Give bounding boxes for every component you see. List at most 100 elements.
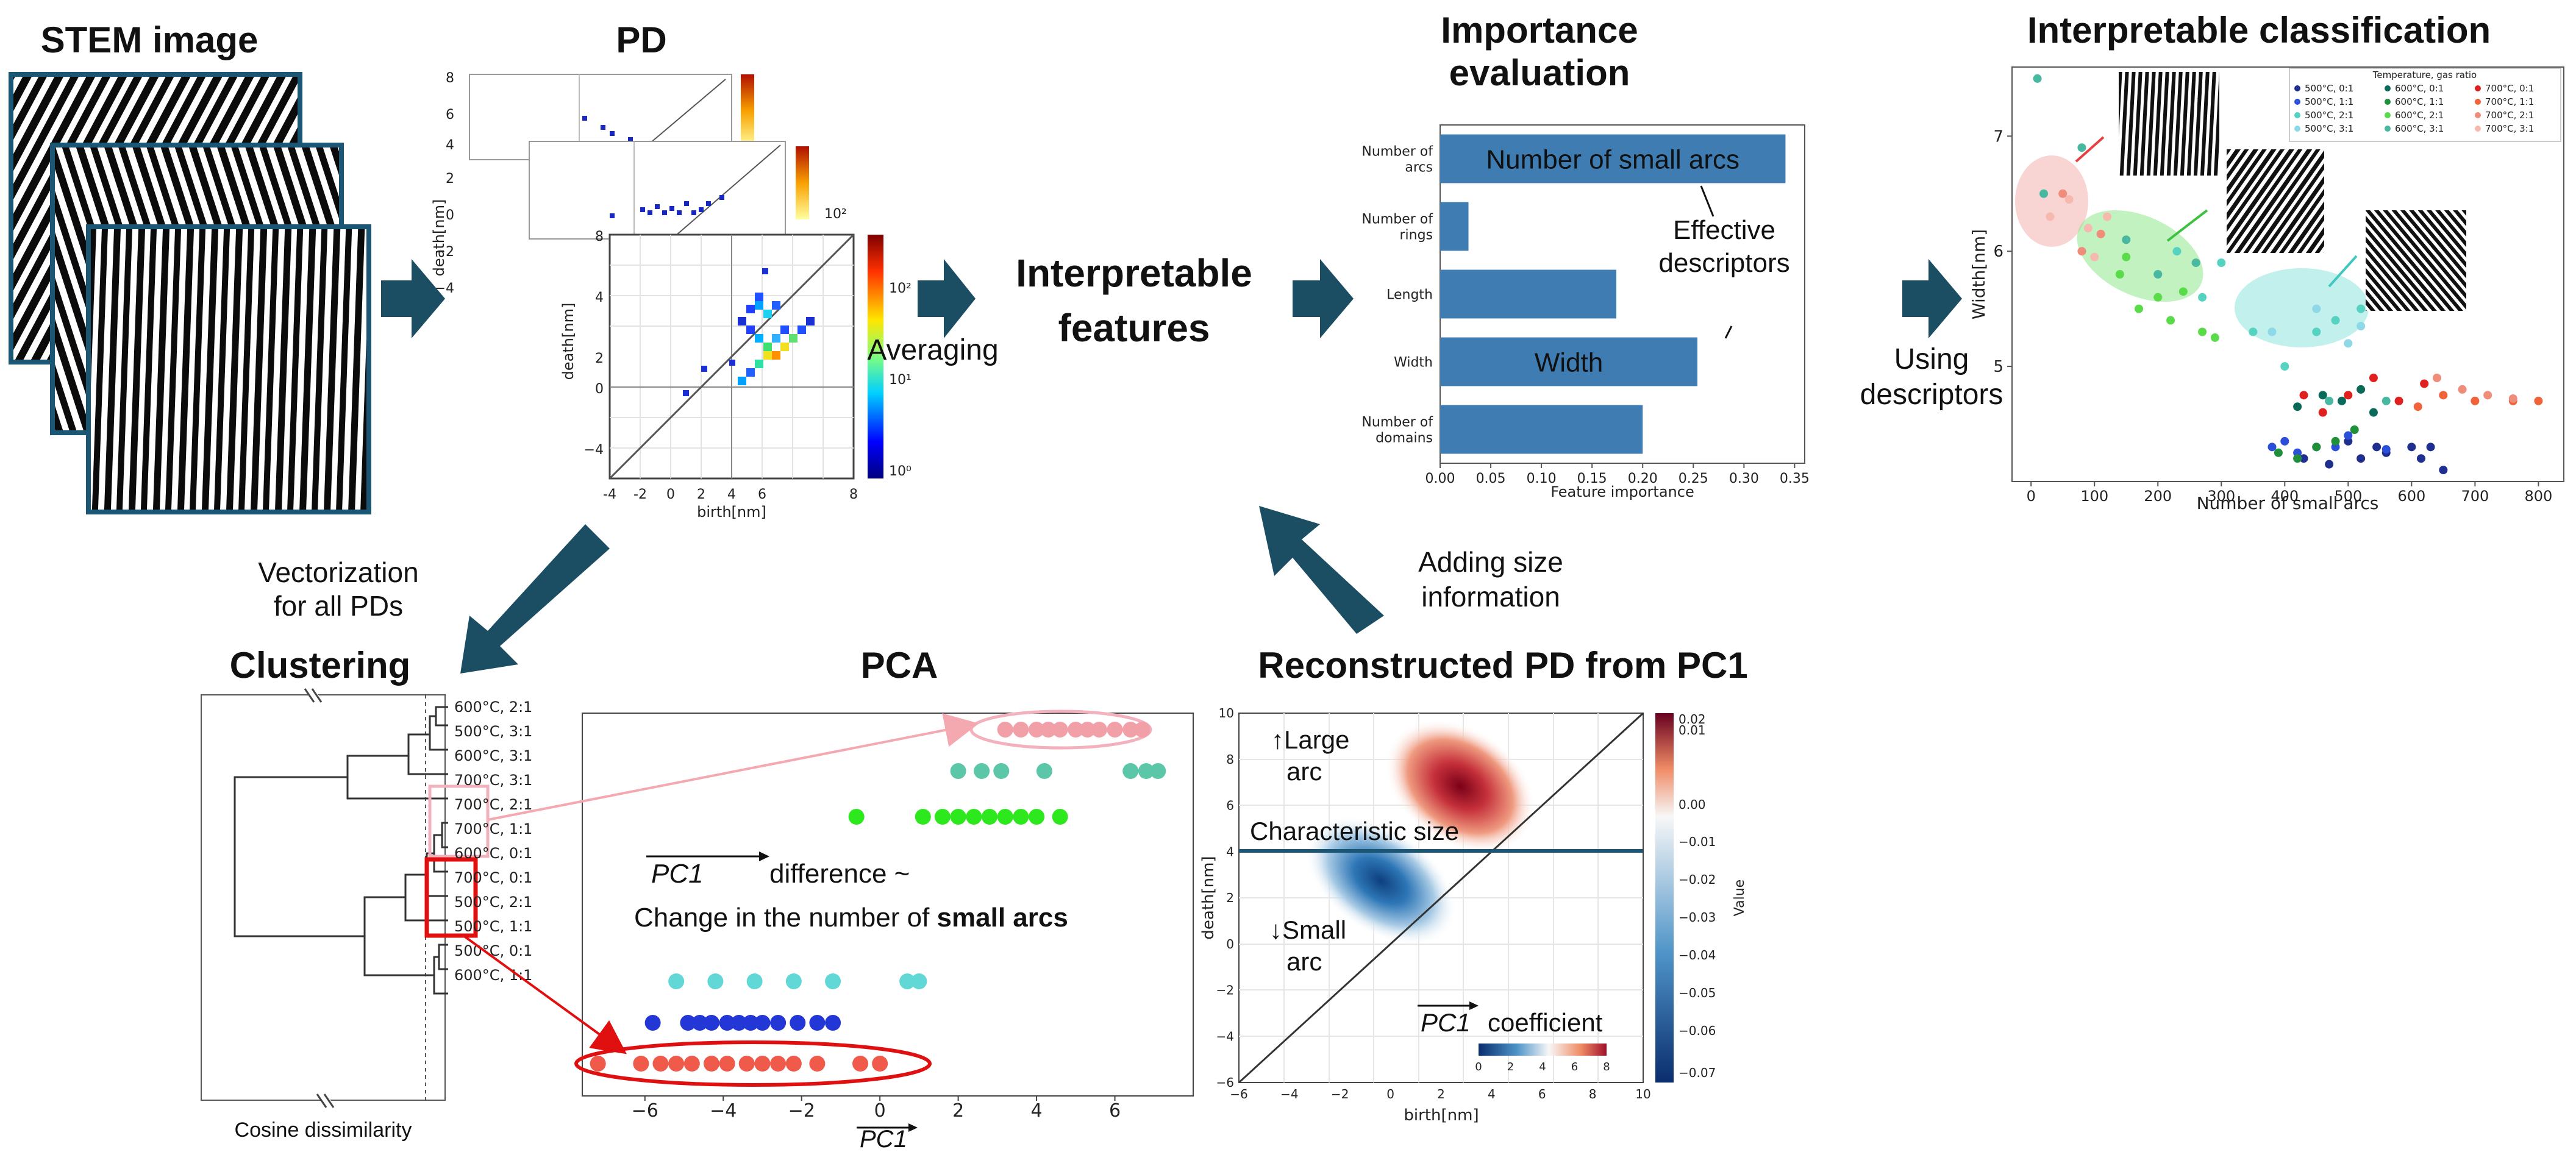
svg-text:8: 8 — [446, 71, 454, 86]
classification-xtick: 0 — [2027, 488, 2036, 505]
pca-point — [1107, 722, 1123, 738]
importance-heading-2: evaluation — [1449, 52, 1630, 93]
classification-point — [2432, 374, 2441, 382]
importance-category-label: Length — [1386, 288, 1433, 303]
classification-point — [2426, 443, 2435, 452]
pca-xtick: −6 — [632, 1100, 658, 1122]
recon-xtick: −6 — [1230, 1087, 1247, 1101]
pca-point — [1013, 809, 1029, 825]
classification-point — [2280, 362, 2289, 371]
pca-xtick: −2 — [788, 1100, 815, 1122]
importance-bar — [1440, 134, 1786, 183]
classification-point — [2357, 454, 2366, 463]
classification-point — [2280, 436, 2289, 446]
interpretable-features-line1: Interpretable — [1016, 251, 1252, 295]
pd-xlabel: birth[nm] — [697, 503, 766, 521]
pca-point — [1036, 763, 1052, 779]
svg-text:2: 2 — [595, 351, 604, 366]
pca-xtick: 0 — [874, 1100, 886, 1122]
classification-point — [2369, 374, 2378, 382]
classification-point — [2122, 252, 2131, 261]
stem-image-front — [86, 224, 371, 514]
classification-ytick: 5 — [1993, 358, 2003, 376]
classification-xlabel: Number of small arcs — [2197, 493, 2379, 513]
pca-ellipse-red — [574, 1040, 932, 1087]
importance-xtick: 0.10 — [1527, 471, 1557, 486]
recon-xlabel: birth[nm] — [1404, 1106, 1479, 1125]
classification-point — [2337, 396, 2346, 405]
classification-point — [2191, 258, 2200, 268]
pca-point — [730, 1015, 747, 1031]
classification-point — [2299, 391, 2308, 400]
classification-point — [2166, 316, 2175, 325]
red-connector-arrow — [462, 934, 627, 1054]
classification-point — [2458, 385, 2467, 394]
importance-category-label: rings — [1399, 228, 1433, 243]
classification-point — [2331, 316, 2340, 325]
legend-marker — [2385, 99, 2391, 105]
recon-xtick: 8 — [1589, 1087, 1597, 1101]
classification-point — [2369, 408, 2378, 417]
classification-point — [2135, 304, 2144, 313]
arrow-pd-to-clustering — [460, 524, 610, 674]
importance-xtick: 0.05 — [1476, 471, 1506, 486]
legend-marker — [2294, 112, 2300, 118]
svg-text:−4: −4 — [584, 443, 604, 458]
recon-colorbar-tick: −0.06 — [1679, 1023, 1716, 1038]
pc1-coefficient-label: coefficient — [1488, 1008, 1603, 1037]
legend-entry: 700°C, 1:1 — [2485, 96, 2534, 107]
importance-heading-1: Importance — [1441, 10, 1638, 51]
using-descriptors-line2: descriptors — [1860, 379, 2003, 411]
svg-text:10¹: 10¹ — [889, 372, 912, 388]
importance-xtick: 0.25 — [1679, 471, 1708, 486]
pca-point — [997, 809, 1013, 825]
pd-middle-colorbar — [796, 146, 809, 219]
pca-point — [754, 1056, 771, 1072]
pca-point — [668, 1056, 685, 1072]
recon-xtick: 10 — [1635, 1087, 1650, 1101]
classification-point — [2083, 224, 2093, 233]
classification-point — [2249, 327, 2258, 336]
recon-ytick: 4 — [1226, 844, 1234, 859]
classification-point — [2039, 189, 2049, 198]
classification-xtick: 800 — [2524, 488, 2552, 505]
pca-point — [1134, 722, 1151, 738]
pca-point — [785, 1056, 802, 1072]
classification-point — [2382, 396, 2391, 405]
dendrogram-leaf-label: 700°C, 3:1 — [454, 772, 532, 789]
classification-point — [2508, 394, 2517, 403]
classification-legend — [2289, 68, 2561, 142]
dendrogram-leaf-label: 700°C, 2:1 — [454, 796, 532, 813]
pca-point — [1068, 722, 1084, 738]
classification-ytick: 6 — [1993, 243, 2003, 261]
pd-ylabel: death[nm] — [560, 303, 577, 380]
recon-ylabel: death[nm] — [1199, 856, 1218, 939]
classification-point — [2413, 402, 2422, 411]
pca-point — [719, 1056, 735, 1072]
cluster-ellipse-green — [2077, 210, 2203, 302]
pca-point — [668, 973, 685, 989]
pca-point — [1029, 809, 1045, 825]
legend-entry: 500°C, 0:1 — [2305, 83, 2353, 94]
pc1-difference-label: difference ~ — [769, 859, 910, 889]
importance-xtick: 0.20 — [1628, 471, 1658, 486]
classification-point — [2293, 402, 2302, 411]
recon-colorbar-tick: 0.02 — [1679, 712, 1706, 727]
pca-point — [934, 809, 951, 825]
recon-blue-region — [1305, 816, 1457, 946]
recon-colorbar — [1655, 713, 1674, 1083]
classification-point — [2420, 379, 2429, 388]
interpretable-features-line2: features — [1058, 306, 1210, 350]
importance-category-label: domains — [1375, 431, 1433, 446]
pca-point — [1029, 722, 1045, 738]
cluster-ellipse-cyan — [2235, 268, 2369, 347]
recon-xtick: −2 — [1331, 1087, 1349, 1101]
recon-colorbar-tick: −0.04 — [1679, 948, 1716, 962]
pca-point — [1150, 763, 1166, 779]
large-arc-line1: ↑Large — [1271, 725, 1349, 754]
svg-text:-4: -4 — [603, 487, 616, 502]
inset-pattern-tilted — [2227, 149, 2324, 253]
recon-ytick: 8 — [1226, 752, 1234, 767]
